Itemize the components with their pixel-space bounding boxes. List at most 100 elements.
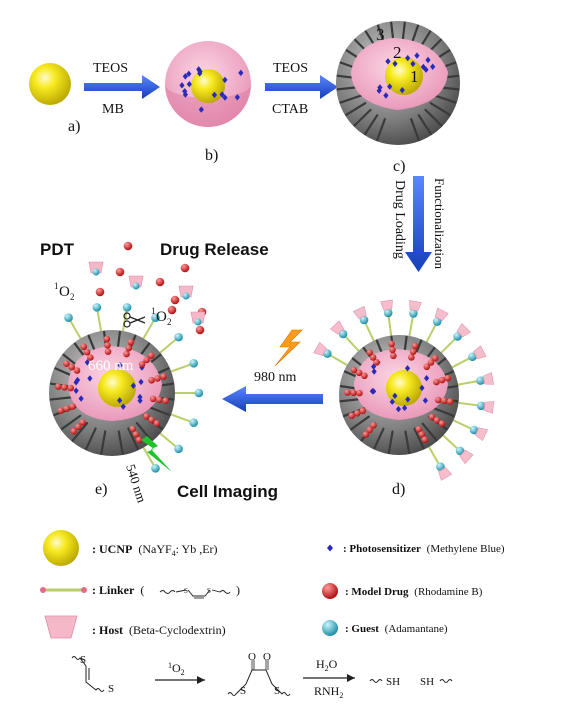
linker-chain	[67, 317, 83, 342]
linker-chain	[157, 430, 180, 450]
linker-chain	[363, 319, 376, 344]
photosensitizer-mark	[182, 73, 188, 80]
drug-molecule	[348, 412, 356, 419]
drug-molecule	[433, 378, 440, 386]
photosensitizer-mark	[371, 388, 377, 395]
drug-molecule	[123, 350, 130, 358]
guest-legend-icon	[322, 620, 338, 636]
drug-molecule	[359, 407, 367, 415]
svg-text:S: S	[274, 685, 280, 697]
legend-ucnp: : UCNP (NaYF4: Yb ,Er)	[92, 542, 218, 558]
pore-channel	[433, 94, 457, 104]
legend-linker: : Linker (	[92, 583, 144, 597]
photosensitizer-mark	[222, 76, 228, 84]
drug-molecule	[69, 403, 77, 410]
host-cap	[474, 427, 489, 442]
photosensitizer-mark	[196, 66, 202, 73]
drug-molecule	[389, 346, 396, 354]
label-d: d)	[392, 481, 405, 498]
intermediate-structure: O O S S	[227, 651, 291, 697]
photosensitizer-mark	[238, 69, 244, 77]
pore-channel	[429, 102, 451, 116]
guest-molecule	[174, 444, 183, 454]
drug-molecule	[54, 383, 62, 390]
released-drug	[180, 263, 190, 273]
guest-molecule	[432, 317, 442, 326]
drug-molecule	[373, 359, 380, 366]
drug-molecule	[160, 373, 167, 380]
pore-channel	[85, 427, 97, 451]
legend-photosensitizer: : Photosensitizer (Methylene Blue)	[343, 543, 505, 555]
svg-text:2: 2	[70, 292, 75, 302]
pore-channel	[60, 414, 82, 431]
released-host	[190, 311, 206, 324]
drug-molecule	[148, 377, 155, 384]
svg-text:S: S	[108, 683, 114, 695]
drug-molecule	[438, 420, 446, 427]
pore-channel	[100, 430, 107, 455]
arrow1-top-label: TEOS	[93, 61, 128, 76]
pore-channel	[410, 118, 420, 142]
released-host	[128, 275, 144, 288]
arrow3-right-label: Functionalization	[432, 178, 447, 269]
host-cap	[380, 299, 393, 311]
guest-molecule	[151, 313, 160, 323]
drug-molecule	[440, 397, 448, 405]
guest-molecule	[189, 358, 198, 368]
photosensitizer-mark	[78, 395, 84, 402]
product-structure: SH SH	[369, 676, 453, 688]
cell-imaging-label: Cell Imaging	[177, 482, 278, 501]
photosensitizer-mark	[219, 91, 225, 98]
drug-molecule	[415, 425, 423, 433]
drug-molecule	[103, 335, 111, 343]
guest-molecule	[383, 308, 393, 318]
host-cap	[438, 467, 453, 481]
photosensitizer-mark	[423, 66, 429, 73]
drug-molecule	[57, 407, 65, 415]
label-c: c)	[393, 158, 405, 175]
photosensitizer-mark	[371, 368, 377, 375]
photosensitizer-mark	[186, 80, 192, 88]
photosensitizer-mark	[73, 379, 79, 386]
drug-molecule	[355, 369, 363, 377]
photosensitizer-mark	[423, 374, 430, 382]
released-drug	[170, 295, 180, 305]
ucnp-core-a	[29, 63, 71, 105]
linker-legend-icon	[40, 587, 87, 593]
drug-molecule	[135, 436, 143, 444]
linker-chain	[167, 412, 195, 424]
photosensitizer-mark	[430, 63, 436, 70]
released-drugs	[88, 241, 207, 335]
linker-chain	[141, 317, 157, 342]
pore-channel	[49, 396, 75, 401]
drug-molecule	[388, 340, 395, 348]
pore-channel	[363, 114, 379, 136]
pore-channel	[432, 407, 456, 418]
legend: : UCNP (NaYF4: Yb ,Er) : Photosensitizer…	[40, 530, 505, 639]
drug-molecule	[138, 361, 146, 368]
drug-molecule	[148, 416, 155, 424]
reactant-structure: S S	[71, 654, 114, 695]
photosensitizer-mark	[198, 106, 204, 113]
photosensitizer-mark	[405, 54, 411, 62]
drug-molecule	[132, 431, 140, 438]
guest-molecule	[64, 313, 73, 323]
pore-channel	[147, 405, 171, 417]
drug-molecule	[149, 395, 157, 403]
pore-channel	[345, 102, 367, 116]
photosensitizer-mark	[130, 382, 136, 389]
drug-molecule	[361, 372, 368, 380]
photosensitizer-mark	[137, 393, 143, 401]
arrow3-left-label: Drug Loading	[392, 180, 407, 259]
sphere-c	[336, 21, 460, 145]
photosensitizer-mark	[222, 94, 228, 101]
photosensitizer-mark	[392, 60, 398, 67]
photosensitizer-mark	[402, 404, 408, 412]
photosensitizer-mark	[387, 83, 393, 90]
pore-channel	[376, 118, 386, 142]
photosensitizer-mark	[186, 70, 192, 78]
svg-text:S: S	[184, 587, 188, 595]
singlet-oxygen-b: 1 O 2	[151, 306, 172, 327]
photosensitizer-mark	[73, 387, 79, 394]
guest-molecule	[409, 309, 418, 318]
